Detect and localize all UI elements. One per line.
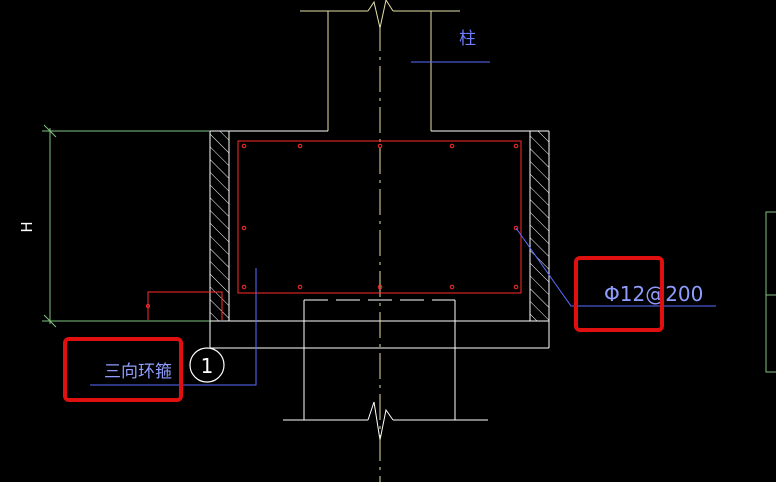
height-label: H xyxy=(18,221,36,232)
dimension-height xyxy=(42,124,210,328)
column-label: 柱 xyxy=(459,29,476,49)
right-wall-hatch xyxy=(530,131,549,321)
hoop-leader xyxy=(90,268,257,386)
rebar-leader xyxy=(515,227,716,307)
callout-circle xyxy=(189,347,225,383)
left-wall-hatch xyxy=(210,131,229,321)
rebar-cage xyxy=(146,140,522,320)
callout-number: 1 xyxy=(201,354,214,378)
hoop-label: 三向环箍 xyxy=(104,362,172,382)
highlight-rebar xyxy=(574,256,664,332)
highlight-hoop xyxy=(63,337,183,402)
right-edge-partial xyxy=(765,211,776,373)
rebar-label: Φ12@200 xyxy=(604,282,703,306)
pedestal-lower xyxy=(283,299,488,441)
